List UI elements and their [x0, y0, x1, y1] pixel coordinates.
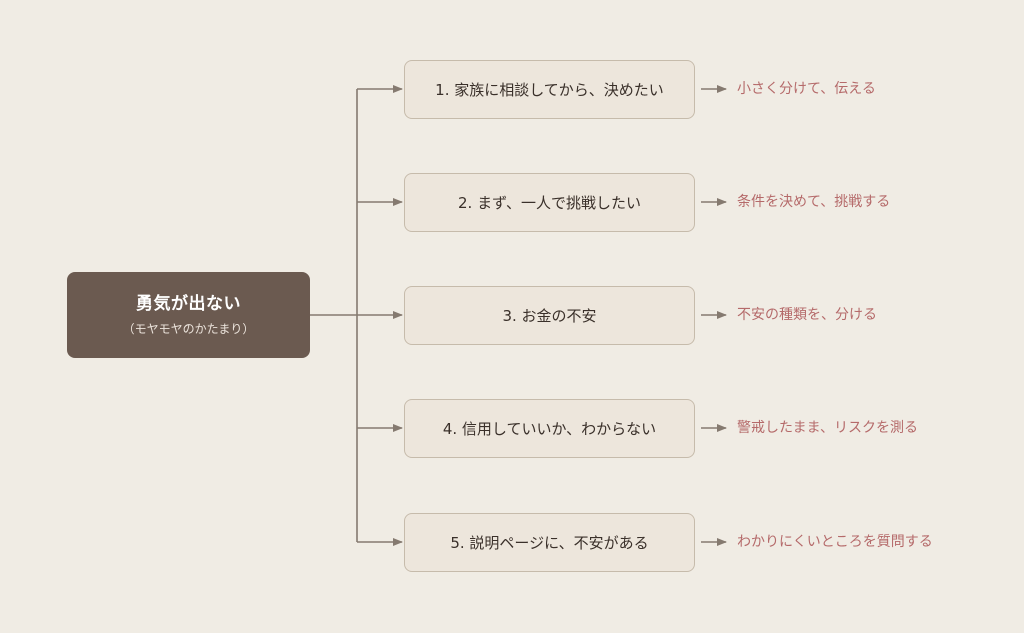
branch-box-5: 5. 説明ページに、不安がある — [404, 513, 695, 572]
branch-action-1: 小さく分けて、伝える — [737, 81, 876, 97]
branch-action-3: 不安の種類を、分ける — [737, 307, 877, 323]
branch-box-1: 1. 家族に相談してから、決めたい — [404, 60, 695, 119]
root-title: 勇気が出ない — [136, 293, 241, 314]
branch-box-2: 2. まず、一人で挑戦したい — [404, 173, 695, 232]
branch-box-3: 3. お金の不安 — [404, 286, 695, 345]
root-node: 勇気が出ない （モヤモヤのかたまり） — [67, 272, 310, 358]
branch-action-2: 条件を決めて、挑戦する — [737, 194, 891, 210]
root-subtitle: （モヤモヤのかたまり） — [122, 322, 255, 336]
branch-action-5: わかりにくいところを質問する — [737, 534, 933, 550]
branch-box-4: 4. 信用していいか、わからない — [404, 399, 695, 458]
branch-action-4: 警戒したまま、リスクを測る — [737, 420, 919, 436]
